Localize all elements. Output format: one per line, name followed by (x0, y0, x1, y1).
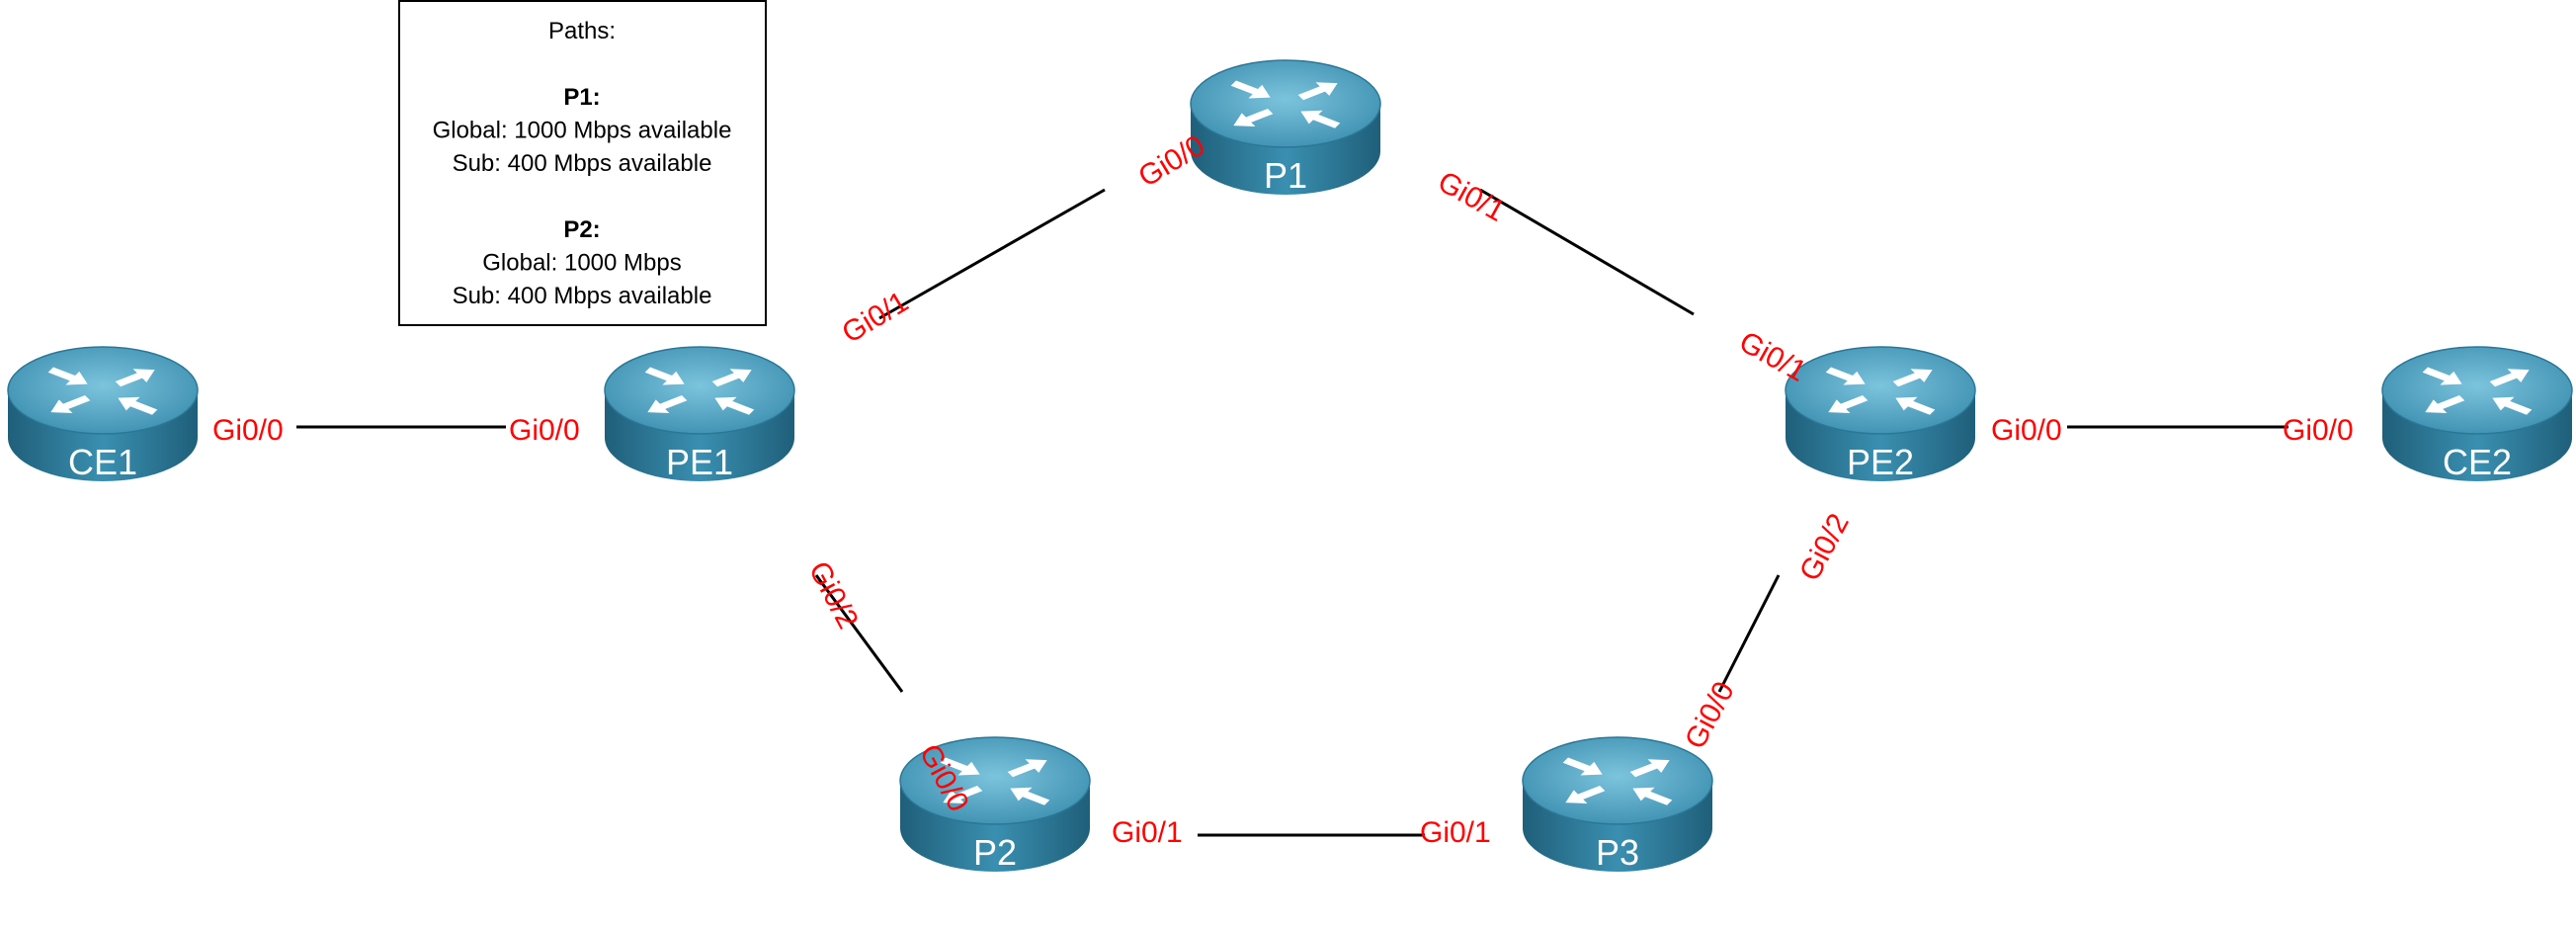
interface-label-ce1-ce1-pe1: Gi0/0 (212, 414, 284, 447)
router-top (1190, 59, 1381, 148)
router-pe1[interactable]: PE1 (604, 346, 795, 482)
arrow-out-icon (1892, 369, 1933, 387)
interface-label-pe2-p1-pe2: Gi0/1 (1734, 325, 1812, 388)
router-arrows-icon (940, 757, 1050, 805)
info-line-3: Global: 1000 Mbps available (433, 118, 732, 144)
arrow-out-icon (1565, 786, 1606, 804)
router-top (2381, 346, 2573, 435)
router-label: CE2 (2443, 442, 2512, 482)
link-p1-pe2 (1479, 188, 1695, 316)
info-line-7: Global: 1000 Mbps (482, 250, 681, 277)
router-arrows-icon (1825, 367, 1936, 415)
interface-label-pe1-ce1-pe1: Gi0/0 (509, 414, 580, 447)
interface-label-p1-pe1-p1: Gi0/0 (1133, 129, 1210, 194)
arrow-out-icon (1297, 82, 1338, 101)
router-label: PE1 (666, 442, 733, 482)
arrow-in-icon (1632, 787, 1673, 805)
info-line-4: Sub: 400 Mbps available (453, 150, 712, 177)
arrow-out-icon (1233, 109, 1274, 127)
interface-label-ce2-pe2-ce2: Gi0/0 (2283, 414, 2354, 447)
arrow-in-icon (1230, 80, 1271, 99)
arrow-in-icon (1895, 396, 1936, 415)
router-top (1522, 736, 1713, 825)
router-label: PE2 (1847, 442, 1914, 482)
router-arrows-icon (644, 367, 755, 415)
arrow-out-icon (1629, 759, 1670, 778)
paths-info-box: Paths: P1: Global: 1000 Mbps availableSub:… (398, 0, 767, 326)
router-top (7, 346, 199, 435)
interface-label-p3-p2-p3: Gi0/1 (1420, 816, 1491, 849)
link-p3-pe2 (1717, 574, 1781, 693)
links-layer (296, 188, 2288, 837)
arrow-out-icon (115, 369, 155, 387)
arrow-in-icon (644, 367, 685, 385)
router-arrows-icon (47, 367, 158, 415)
arrow-out-icon (1007, 759, 1047, 778)
router-p3[interactable]: P3 (1522, 736, 1713, 873)
arrow-in-icon (940, 757, 980, 776)
info-box-border (398, 0, 767, 326)
interface-label-pe2-p3-pe2: Gi0/2 (1793, 508, 1856, 586)
info-line-8: Sub: 400 Mbps available (453, 283, 712, 309)
router-label: P2 (973, 832, 1017, 873)
arrow-in-icon (1562, 757, 1603, 776)
info-line-6: P2: (563, 216, 600, 243)
arrow-in-icon (2422, 367, 2462, 385)
router-label: P1 (1264, 155, 1307, 196)
router-label: CE1 (68, 442, 137, 482)
info-line-2: P1: (563, 84, 600, 111)
router-top (1785, 346, 1976, 435)
arrow-out-icon (647, 395, 688, 414)
interface-label-p3-p3-pe2: Gi0/0 (1679, 676, 1741, 754)
interface-label-p1-p1-pe2: Gi0/1 (1433, 165, 1511, 228)
arrow-in-icon (1825, 367, 1866, 385)
router-ce2[interactable]: CE2 (2381, 346, 2573, 482)
arrow-in-icon (1010, 787, 1050, 805)
arrow-in-icon (47, 367, 88, 385)
arrow-out-icon (50, 395, 91, 414)
interface-label-pe1-pe1-p1: Gi0/1 (837, 286, 914, 350)
interface-label-p2-p2-p3: Gi0/1 (1112, 816, 1183, 849)
info-line-0: Paths: (548, 18, 616, 44)
router-top (604, 346, 795, 435)
router-label: P3 (1596, 832, 1639, 873)
link-pe1-p2 (814, 574, 904, 693)
router-p2[interactable]: P2 (899, 736, 1091, 873)
router-pe2[interactable]: PE2 (1785, 346, 1976, 482)
router-arrows-icon (2422, 367, 2533, 415)
router-p1[interactable]: P1 (1190, 59, 1381, 196)
arrow-out-icon (943, 786, 983, 804)
arrow-out-icon (2425, 395, 2465, 414)
link-pe1-p1 (878, 188, 1106, 320)
router-arrows-icon (1562, 757, 1673, 805)
arrow-out-icon (2489, 369, 2530, 387)
arrow-out-icon (711, 369, 752, 387)
router-ce1[interactable]: CE1 (7, 346, 199, 482)
arrow-in-icon (1300, 110, 1341, 128)
arrow-in-icon (714, 396, 755, 415)
arrow-out-icon (1828, 395, 1869, 414)
arrow-in-icon (2492, 396, 2533, 415)
interface-label-pe2-pe2-ce2: Gi0/0 (1991, 414, 2062, 447)
interface-label-pe1-pe1-p2: Gi0/2 (802, 556, 865, 634)
router-arrows-icon (1230, 80, 1341, 128)
arrow-in-icon (118, 396, 158, 415)
